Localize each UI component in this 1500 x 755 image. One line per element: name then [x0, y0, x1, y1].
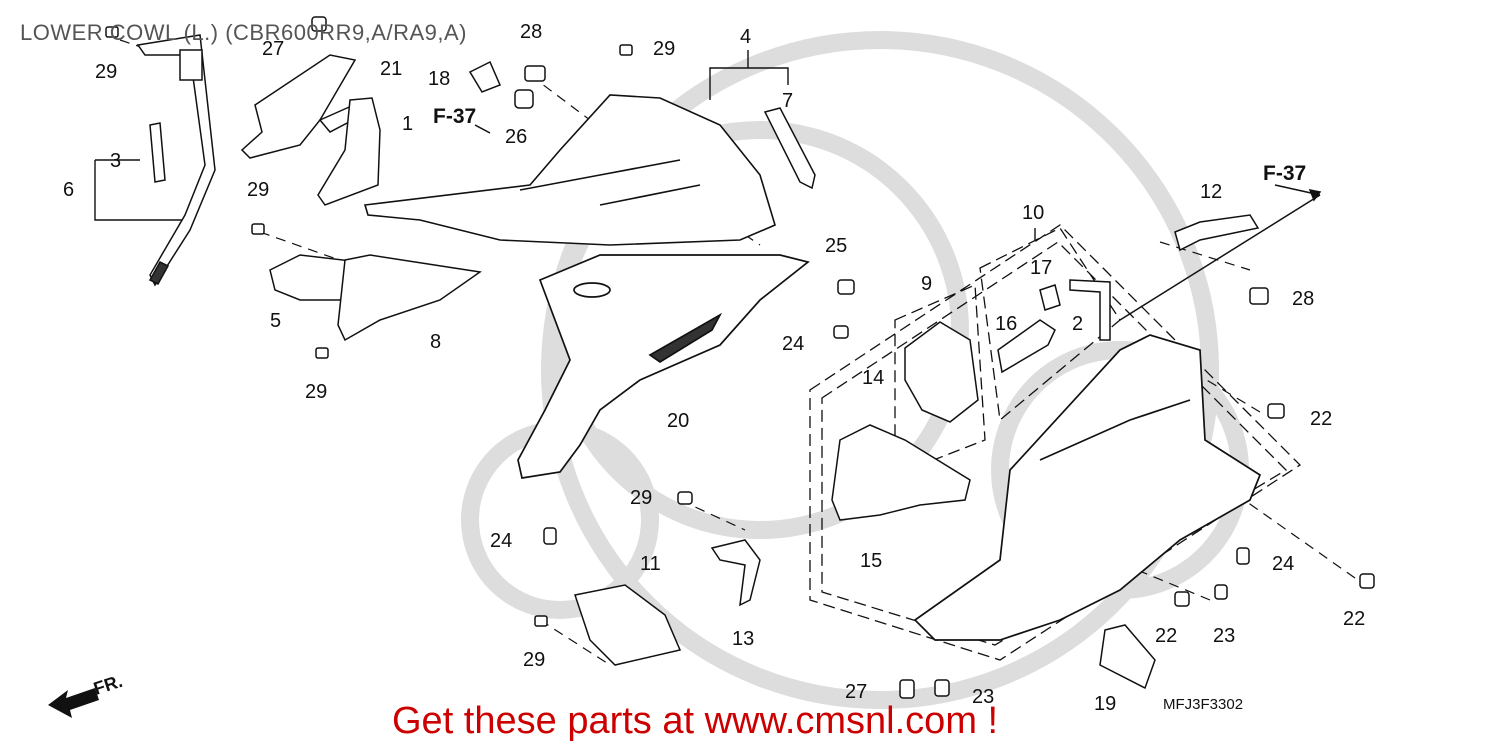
label-part-25: 25 — [825, 235, 847, 257]
label-part-29a: 29 — [95, 61, 117, 83]
part-20-main-cowl — [517, 254, 810, 479]
label-part-7: 7 — [782, 90, 793, 112]
part-14-gasket — [904, 321, 979, 423]
label-part-29e: 29 — [630, 487, 652, 509]
label-part-24a: 24 — [782, 333, 804, 355]
label-part-11: 11 — [640, 553, 661, 575]
part-6-side-strip — [136, 34, 216, 287]
label-part-27a: 27 — [262, 38, 284, 60]
part-number-labels: 1 2 3 4 5 6 7 8 9 10 11 12 13 14 15 16 1… — [63, 21, 1365, 715]
label-part-3: 3 — [110, 150, 121, 172]
label-part-17: 17 — [1030, 257, 1052, 279]
reference-arrows — [474, 124, 1322, 321]
label-part-29b: 29 — [653, 38, 675, 60]
part-8-inner-panel — [337, 254, 482, 342]
label-part-2: 2 — [1072, 313, 1083, 335]
part-3-pad — [149, 122, 166, 183]
part-18-bracket — [468, 60, 501, 93]
part-11-cover — [574, 584, 682, 666]
label-part-9: 9 — [921, 273, 932, 295]
label-part-29f: 29 — [523, 649, 545, 671]
part-16-insulator — [997, 284, 1061, 374]
direction-label: FR. — [91, 671, 125, 699]
label-part-20: 20 — [667, 410, 689, 432]
label-part-6: 6 — [63, 179, 74, 201]
label-part-18: 18 — [428, 68, 450, 90]
part-1-duct — [317, 97, 381, 206]
part-15-gasket — [831, 424, 971, 521]
label-part-22b: 22 — [1155, 625, 1177, 647]
front-direction-arrow: FR. — [48, 671, 125, 718]
label-part-4: 4 — [740, 26, 751, 48]
ref-f37-right: F-37 — [1263, 162, 1306, 185]
label-part-23a: 23 — [1213, 625, 1235, 647]
footer-link-text[interactable]: Get these parts at www.cmsnl.com ! — [392, 700, 999, 742]
label-part-29c: 29 — [247, 179, 269, 201]
label-part-5: 5 — [270, 310, 281, 332]
part-7-strip — [763, 107, 816, 190]
label-part-19: 19 — [1094, 693, 1116, 715]
part-13-stay — [710, 539, 761, 607]
fasteners — [105, 16, 1375, 699]
label-part-22a: 22 — [1310, 408, 1332, 430]
group-brackets — [94, 50, 1036, 240]
label-part-28b: 28 — [1292, 288, 1314, 310]
label-part-8: 8 — [430, 331, 441, 353]
part-2-strip — [1069, 279, 1111, 341]
ref-f37-left: F-37 — [433, 105, 476, 128]
label-part-10: 10 — [1022, 202, 1044, 224]
label-part-12: 12 — [1200, 181, 1222, 203]
label-part-28a: 28 — [520, 21, 542, 43]
label-part-13: 13 — [732, 628, 754, 650]
label-part-14: 14 — [862, 367, 884, 389]
label-part-15: 15 — [860, 550, 882, 572]
label-part-21: 21 — [380, 58, 402, 80]
label-part-29d: 29 — [305, 381, 327, 403]
part-4-cowl-panel — [363, 94, 776, 246]
label-part-1: 1 — [402, 113, 413, 135]
label-part-22c: 22 — [1343, 608, 1365, 630]
lower-cowl — [913, 334, 1262, 641]
diagram-title: LOWER COWL (L.) (CBR600RR9,A/RA9,A) — [20, 20, 467, 45]
diagram-code: MFJ3F3302 — [1163, 696, 1244, 713]
label-part-26: 26 — [505, 126, 527, 148]
label-part-16: 16 — [995, 313, 1017, 335]
label-part-23b: 23 — [972, 686, 994, 708]
part-12-bracket — [1174, 214, 1260, 252]
label-part-24c: 24 — [1272, 553, 1294, 575]
part-19-stay — [1099, 624, 1156, 690]
label-part-27b: 27 — [845, 681, 867, 703]
label-part-24b: 24 — [490, 530, 512, 552]
